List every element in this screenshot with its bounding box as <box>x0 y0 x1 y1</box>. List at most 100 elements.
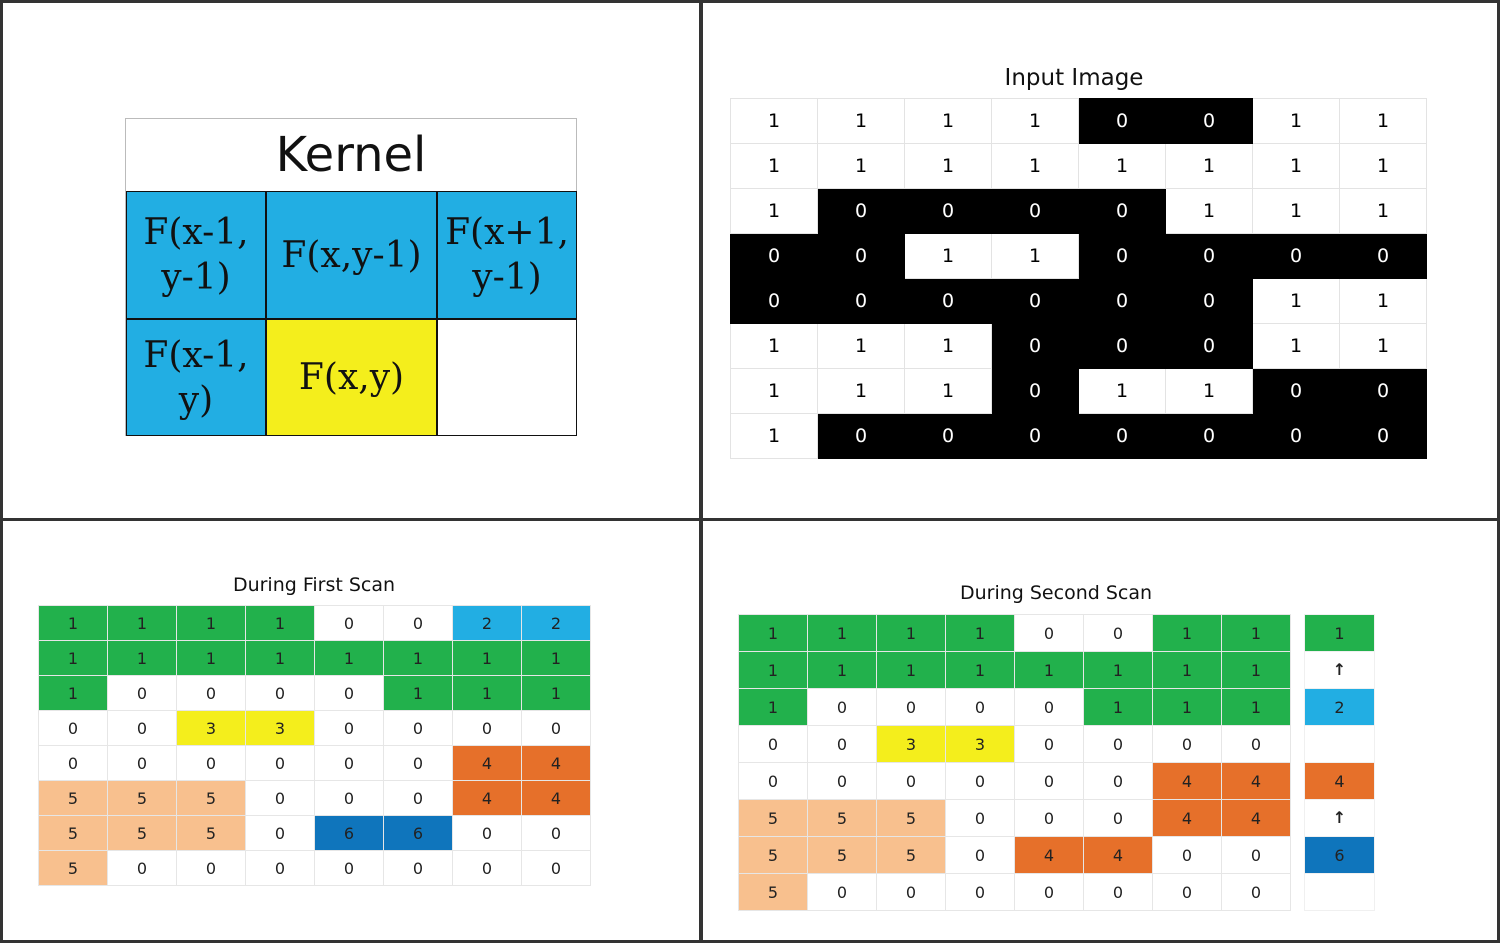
equivalence-label: 6 <box>1304 836 1375 874</box>
grid-cell: 1 <box>1221 614 1291 652</box>
grid-cell: 5 <box>807 836 877 874</box>
grid-cell: 1 <box>817 98 905 144</box>
grid-cell: 5 <box>738 836 808 874</box>
grid-cell: 1 <box>38 640 108 676</box>
grid-cell: 1 <box>730 323 818 369</box>
grid-cell: 0 <box>1083 873 1153 911</box>
grid-cell: 0 <box>314 605 384 641</box>
grid-cell: 0 <box>314 850 384 886</box>
grid-cell: 0 <box>945 688 1015 726</box>
grid-cell: 1 <box>1165 368 1253 414</box>
grid-cell: 3 <box>945 725 1015 763</box>
grid-cell: 1 <box>876 614 946 652</box>
grid-cell: 5 <box>176 815 246 851</box>
grid-cell: 0 <box>1165 98 1253 144</box>
equivalence-label <box>1304 725 1375 763</box>
grid-cell: 1 <box>107 605 177 641</box>
kernel-cell-label: F(x-1, y-1) <box>143 212 249 298</box>
grid-cell: 1 <box>1252 143 1340 189</box>
grid-cell: 1 <box>1339 278 1427 324</box>
grid-cell: 4 <box>1152 799 1222 837</box>
grid-cell: 1 <box>1339 98 1427 144</box>
grid-cell: 0 <box>314 745 384 781</box>
grid-cell: 0 <box>314 710 384 746</box>
arrow-up-icon: ↑ <box>1304 651 1375 689</box>
grid-cell: 1 <box>1152 688 1222 726</box>
grid-cell: 0 <box>1078 188 1166 234</box>
grid-cell: 0 <box>991 278 1079 324</box>
grid-cell: 1 <box>1252 188 1340 234</box>
grid-cell: 1 <box>452 675 522 711</box>
grid-cell: 1 <box>1083 688 1153 726</box>
equivalence-label: 2 <box>1304 688 1375 726</box>
grid-cell: 0 <box>383 745 453 781</box>
grid-cell: 1 <box>1165 188 1253 234</box>
grid-cell: 0 <box>1339 413 1427 459</box>
equivalence-row <box>1304 873 1375 911</box>
grid-cell: 0 <box>521 850 591 886</box>
grid-cell: 0 <box>1078 233 1166 279</box>
kernel-cell-top-center: F(x,y-1) <box>266 191 437 319</box>
grid-cell: 1 <box>245 605 315 641</box>
grid-cell: 4 <box>452 780 522 816</box>
grid-cell: 0 <box>521 710 591 746</box>
grid-cell: 0 <box>1221 836 1291 874</box>
first-scan-title: During First Scan <box>232 574 396 596</box>
grid-cell: 0 <box>314 780 384 816</box>
grid-cell: 1 <box>1252 278 1340 324</box>
grid-cell: 0 <box>738 725 808 763</box>
equivalence-row: 2 <box>1304 688 1375 726</box>
grid-cell: 6 <box>314 815 384 851</box>
grid-cell: 0 <box>383 850 453 886</box>
grid-cell: 0 <box>1078 323 1166 369</box>
grid-cell: 2 <box>452 605 522 641</box>
grid-cell: 0 <box>1252 413 1340 459</box>
grid-cell: 4 <box>1152 762 1222 800</box>
grid-cell: 1 <box>314 640 384 676</box>
grid-cell: 0 <box>1014 614 1084 652</box>
grid-cell: 0 <box>1221 725 1291 763</box>
grid-cell: 0 <box>383 710 453 746</box>
grid-cell: 1 <box>945 651 1015 689</box>
grid-cell: 0 <box>817 278 905 324</box>
kernel-title: Kernel <box>275 127 427 183</box>
grid-cell: 1 <box>807 614 877 652</box>
grid-cell: 1 <box>876 651 946 689</box>
grid-cell: 1 <box>1078 368 1166 414</box>
grid-cell: 0 <box>945 762 1015 800</box>
grid-cell: 1 <box>1152 651 1222 689</box>
grid-cell: 0 <box>738 762 808 800</box>
grid-cell: 0 <box>314 675 384 711</box>
grid-cell: 0 <box>176 675 246 711</box>
grid-cell: 0 <box>807 688 877 726</box>
grid-cell: 0 <box>1014 762 1084 800</box>
grid-cell: 0 <box>1339 368 1427 414</box>
grid-cell: 0 <box>1014 688 1084 726</box>
grid-cell: 6 <box>383 815 453 851</box>
grid-cell: 0 <box>452 815 522 851</box>
grid-cell: 5 <box>876 799 946 837</box>
grid-cell: 0 <box>1078 413 1166 459</box>
grid-cell: 0 <box>991 323 1079 369</box>
kernel-cell-right <box>437 319 577 436</box>
grid-cell: 1 <box>1252 323 1340 369</box>
grid-cell: 0 <box>1083 799 1153 837</box>
grid-cell: 1 <box>1252 98 1340 144</box>
